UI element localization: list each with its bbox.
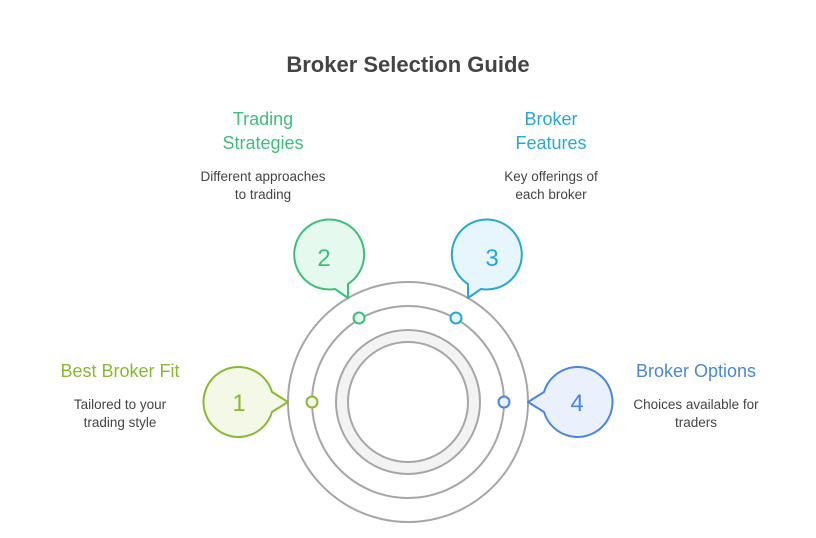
marker-1: [305, 395, 319, 409]
diagram-title: Broker Selection Guide: [286, 52, 530, 77]
step-2-label-line-2: Strategies: [222, 133, 304, 153]
step-4-description-line-1: Choices available for: [633, 397, 759, 412]
step-4-bubble: 4: [527, 366, 614, 438]
marker-2: [352, 311, 366, 325]
step-2-number: 2: [317, 245, 330, 272]
step-2-description-line-1: Different approaches: [200, 169, 326, 184]
step-4-description-line-2: traders: [674, 415, 718, 430]
step-3-description-line-1: Key offerings of: [504, 169, 598, 184]
marker-3: [449, 311, 463, 325]
marker-4: [497, 395, 511, 409]
step-2-description: Different approaches to trading: [173, 168, 353, 204]
step-3-label: Broker Features: [471, 107, 631, 155]
step-2-label: Trading Strategies: [183, 107, 343, 155]
step-1-description-line-2: trading style: [83, 415, 157, 430]
step-4-label: Broker Options: [635, 361, 757, 381]
step-1-number: 1: [232, 390, 245, 417]
inner-core: [347, 341, 469, 463]
step-3-label-line-2: Features: [515, 133, 587, 153]
step-3-bubble: 3: [450, 218, 523, 299]
step-4-number: 4: [570, 390, 583, 417]
inner-band: [336, 330, 480, 474]
step-2-description-line-2: to trading: [234, 187, 292, 202]
step-3-label-line-1: Broker: [524, 109, 578, 129]
step-3-description-line-2: each broker: [515, 187, 587, 202]
step-2-bubble: 2: [293, 218, 366, 299]
step-1-label: Best Broker Fit: [60, 361, 180, 381]
step-3-number: 3: [485, 245, 498, 272]
step-1-bubble: 1: [202, 366, 289, 438]
step-1-description: Tailored to your trading style: [40, 396, 200, 432]
step-2-label-line-1: Trading: [232, 109, 294, 129]
step-4-description: Choices available for traders: [606, 396, 786, 432]
step-1-description-line-1: Tailored to your: [73, 397, 167, 412]
inner-band-outer-edge: [335, 329, 481, 475]
step-3-description: Key offerings of each broker: [461, 168, 641, 204]
